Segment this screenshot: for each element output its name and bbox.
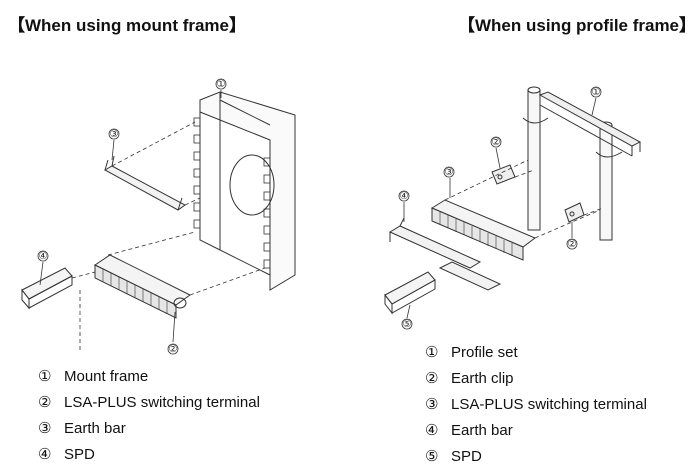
legend-num: ② [425,370,439,387]
legend-item: ③ Earth bar [38,416,260,442]
legend-item: ④ SPD [38,442,260,468]
callout-profile-spd: ⑤ [403,319,412,330]
legend-label: Profile set [451,344,518,361]
callout-frame: ① [217,79,226,90]
legend-label: Earth bar [64,420,126,437]
callout-spd: ④ [39,251,48,262]
lsa-terminal-drawing [94,254,191,319]
legend-label: LSA-PLUS switching terminal [64,394,260,411]
legend-num: ② [38,394,52,411]
profile-rails-drawing [522,86,642,241]
callout-terminal: ② [169,344,178,355]
legend-num: ⑤ [425,448,439,465]
spd-drawing [21,267,73,310]
legend-label: Earth bar [451,422,513,439]
mount-frame-title: 【When using mount frame】 [8,16,246,35]
legend-num: ① [38,368,52,385]
legend-num: ③ [425,396,439,413]
legend-num: ③ [38,420,52,437]
mount-frame-drawing [193,91,296,291]
legend-item: ④ Earth bar [425,418,647,444]
profile-assembly-guides [444,159,604,239]
callout-profile-terminal: ③ [445,167,454,178]
callout-profile-earth-bar: ④ [400,191,409,202]
legend-label: SPD [64,446,95,463]
legend-num: ④ [425,422,439,439]
profile-frame-legend: ① Profile set ② Earth clip ③ LSA-PLUS switc… [425,340,647,470]
legend-label: SPD [451,448,482,465]
legend-item: ① Profile set [425,340,647,366]
legend-item: ② LSA-PLUS switching terminal [38,390,260,416]
legend-label: Mount frame [64,368,149,385]
legend-item: ③ LSA-PLUS switching terminal [425,392,647,418]
assembly-guides [71,121,266,350]
callout-earth-clip-2: ② [568,239,577,250]
earth-clip-drawing [491,164,585,223]
legend-item: ⑤ SPD [425,444,647,470]
callout-earth-clip: ② [492,137,501,148]
legend-label: LSA-PLUS switching terminal [451,396,647,413]
mount-frame-legend: ① Mount frame ② LSA-PLUS switching termina… [38,364,260,468]
legend-num: ④ [38,446,52,463]
callout-earth-bar: ③ [110,129,119,140]
profile-spd-drawing [384,271,436,315]
legend-num: ① [425,344,439,361]
profile-earth-bar-drawing [388,217,502,291]
legend-item: ① Mount frame [38,364,260,390]
legend-label: Earth clip [451,370,514,387]
profile-frame-title: 【When using profile frame】 [458,16,697,35]
callout-profile-set: ① [592,87,601,98]
legend-item: ② Earth clip [425,366,647,392]
